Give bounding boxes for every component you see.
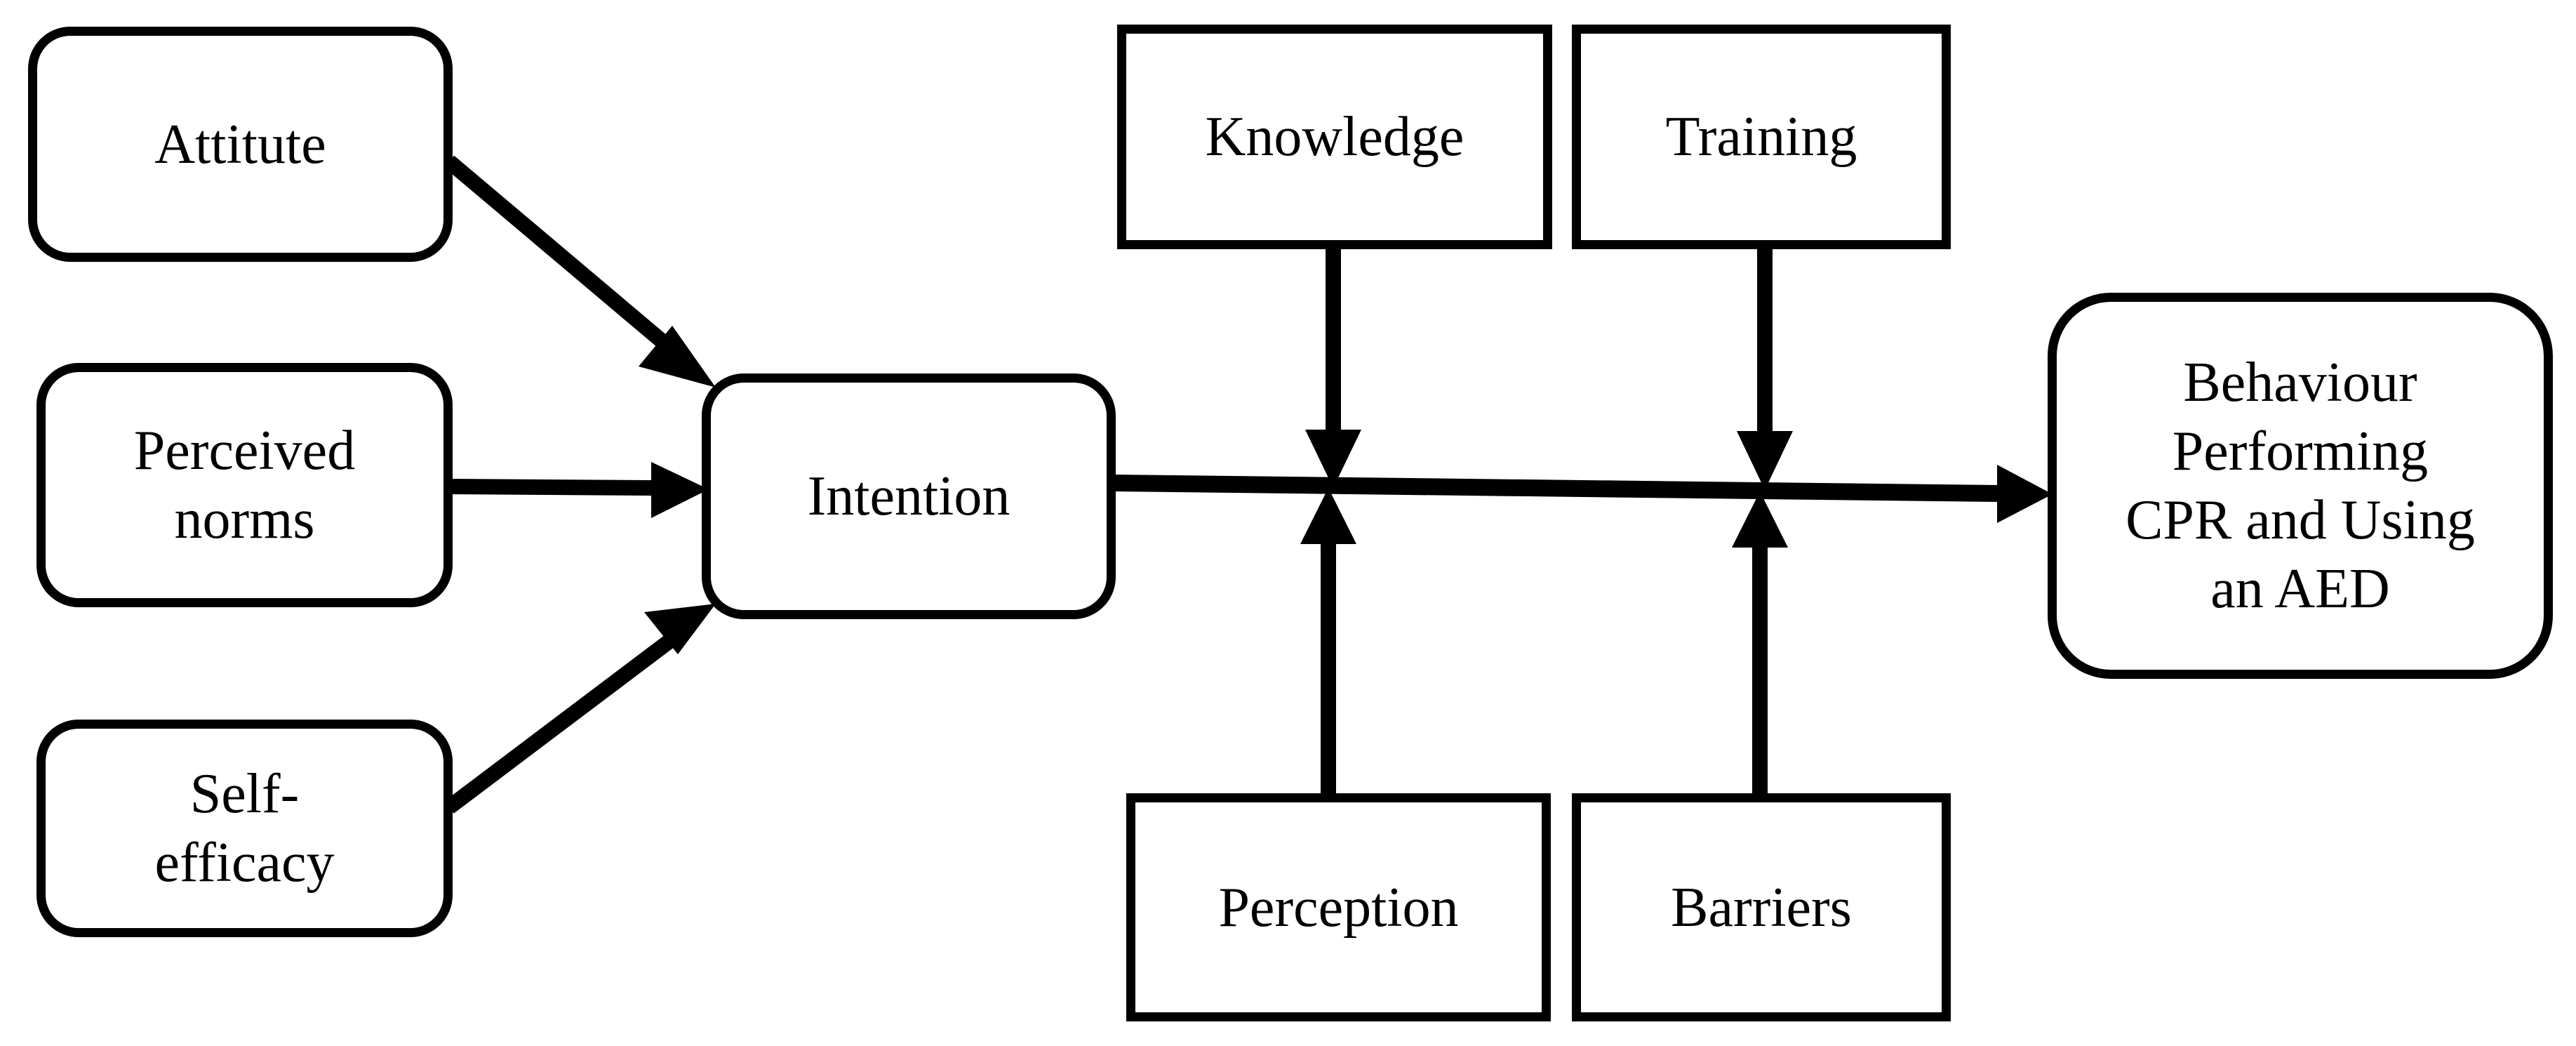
- arrowhead-norms: [651, 462, 709, 518]
- node-knowledge: Knowledge: [1117, 25, 1552, 249]
- node-attitude: Attitute: [28, 27, 453, 262]
- node-self-efficacy-text: Self- efficacy: [154, 763, 335, 894]
- arrow-attitude-to-intention: [443, 155, 679, 357]
- node-training: Training: [1572, 25, 1951, 249]
- node-knowledge-text: Knowledge: [1205, 106, 1464, 168]
- node-self-efficacy: Self- efficacy: [36, 720, 453, 937]
- node-attitude-text: Attitute: [154, 113, 326, 176]
- arrowhead-perception: [1300, 488, 1356, 544]
- node-perception: Perception: [1126, 793, 1551, 1021]
- arrowhead-training: [1737, 431, 1793, 490]
- arrowhead-attitude: [639, 326, 716, 388]
- node-perceived-norms: Perceived norms: [36, 363, 453, 607]
- node-perceived-norms-text: Perceived norms: [133, 420, 356, 550]
- arrowhead-knowledge: [1305, 430, 1361, 488]
- node-behaviour-text: Behaviour Performing CPR and Using an AE…: [2125, 352, 2475, 620]
- arrowhead-behaviour: [1997, 465, 2053, 523]
- node-perception-text: Perception: [1218, 876, 1459, 939]
- arrow-selfefficacy-to-intention: [444, 629, 682, 814]
- node-barriers-text: Barriers: [1671, 876, 1852, 939]
- arrowhead-barriers: [1732, 491, 1788, 548]
- node-intention-text: Intention: [807, 465, 1010, 527]
- arrowhead-selfefficacy: [644, 604, 716, 654]
- node-training-text: Training: [1665, 106, 1857, 168]
- node-behaviour: Behaviour Performing CPR and Using an AE…: [2048, 293, 2553, 679]
- arrow-norms-to-intention: [448, 479, 653, 496]
- node-barriers: Barriers: [1572, 793, 1951, 1021]
- node-intention: Intention: [702, 373, 1116, 619]
- arrow-intention-to-behaviour: [1112, 475, 2001, 502]
